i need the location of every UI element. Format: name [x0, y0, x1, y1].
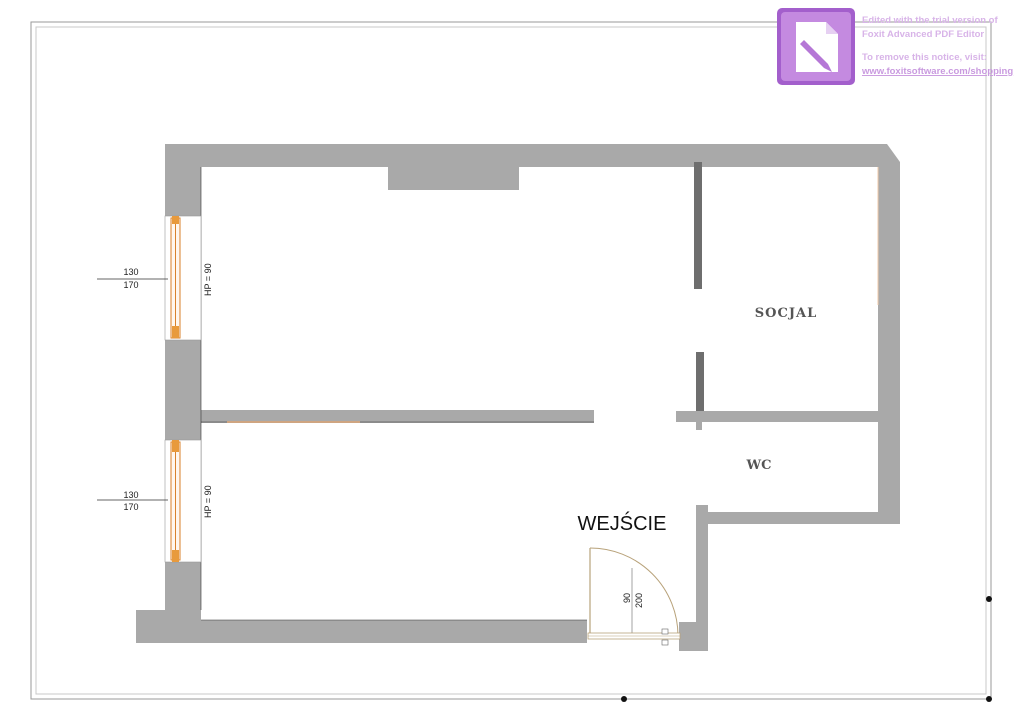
drawing-frame-outer — [30, 21, 992, 700]
window-head-label: 170 — [123, 280, 138, 290]
watermark-line3: To remove this notice, visit: — [862, 52, 987, 63]
watermark-line1: Edited with the trial version of — [862, 15, 998, 26]
entrance-column — [679, 622, 707, 651]
room-label-socjal: SOCJAL — [755, 306, 817, 321]
entrance-door — [587, 547, 681, 646]
watermark-line2: Foxit Advanced PDF Editor — [862, 29, 984, 40]
wc-bottom-wall — [707, 512, 900, 524]
foxit-watermark: Edited with the trial version of Foxit A… — [777, 8, 1013, 85]
room-label-entrance: WEJŚCIE — [578, 511, 667, 535]
drawing-frame-inner — [35, 26, 987, 695]
walls — [136, 144, 900, 651]
window-sill-label: 130 — [123, 267, 138, 277]
window-hp-label: HP = 90 — [203, 263, 213, 296]
door-width-label: 90 — [622, 593, 632, 603]
window-upper — [164, 215, 202, 341]
socjal-partition-upper — [694, 162, 702, 289]
entrance-right-wall — [696, 505, 708, 651]
watermark-link[interactable]: www.foxitsoftware.com/shopping — [861, 66, 1013, 77]
interior-partition — [201, 410, 594, 423]
wc-door-jamb — [696, 422, 702, 430]
wc-partition-top — [676, 411, 878, 422]
socjal-partition-lower — [696, 352, 704, 411]
frame-marker — [621, 696, 627, 702]
left-wall-segment — [165, 562, 201, 610]
top-wall — [165, 144, 900, 167]
right-wall — [878, 162, 900, 524]
frame-marker — [986, 596, 992, 602]
window-sill-label: 130 — [123, 490, 138, 500]
room-label-wc: WC — [746, 458, 772, 473]
left-wall-segment — [165, 144, 201, 216]
left-wall-pier — [165, 340, 201, 440]
window-hp-label: HP = 90 — [203, 485, 213, 518]
window-head-label: 170 — [123, 502, 138, 512]
window-lower — [164, 439, 202, 563]
frame-marker — [986, 696, 992, 702]
bottom-wall — [136, 620, 587, 643]
door-height-label: 200 — [634, 593, 644, 608]
top-column — [388, 160, 519, 190]
